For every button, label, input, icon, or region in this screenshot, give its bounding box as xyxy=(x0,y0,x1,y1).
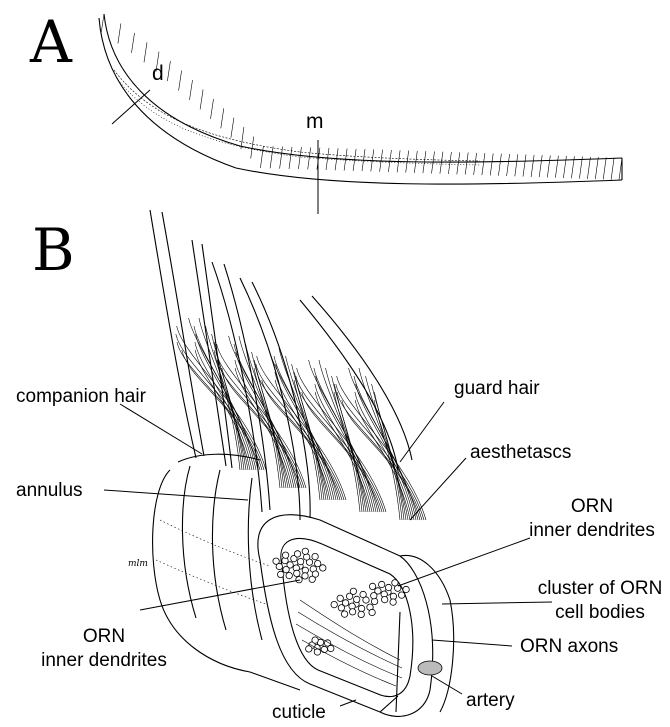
label-companion-hair: companion hair xyxy=(16,386,147,407)
d-marker-line xyxy=(112,90,150,124)
antennule-flagellum-drawing xyxy=(99,14,622,214)
label-cuticle: cuticle xyxy=(272,702,326,723)
label-orn-right-1: ORN xyxy=(571,496,613,517)
label-guard-hair: guard hair xyxy=(454,378,540,399)
label-orn-axons: ORN axons xyxy=(520,636,618,657)
label-orn-left-2: inner dendrites xyxy=(41,650,167,671)
label-cluster-2: cell bodies xyxy=(555,602,645,623)
artery-vessel xyxy=(418,661,442,675)
cell-body-clusters xyxy=(273,548,409,655)
label-orn-left-1: ORN xyxy=(83,626,125,647)
antennule-section-drawing xyxy=(150,210,454,716)
label-aesthetascs: aesthetascs xyxy=(470,442,571,463)
label-annulus: annulus xyxy=(16,480,83,501)
label-d: d xyxy=(152,62,164,85)
panel-a-letter: A xyxy=(29,8,73,76)
antennule-body xyxy=(153,454,300,690)
artist-signature: mlm xyxy=(128,559,148,569)
label-artery: artery xyxy=(466,690,515,711)
label-m: m xyxy=(306,110,324,133)
label-cluster-1: cluster of ORN xyxy=(538,578,663,599)
label-orn-right-2: inner dendrites xyxy=(529,520,655,541)
aesthetasc-tufts xyxy=(176,318,426,520)
panel-b-letter: B xyxy=(32,216,75,284)
flagellum-annuli xyxy=(101,14,622,180)
cross-section-face xyxy=(258,515,454,717)
